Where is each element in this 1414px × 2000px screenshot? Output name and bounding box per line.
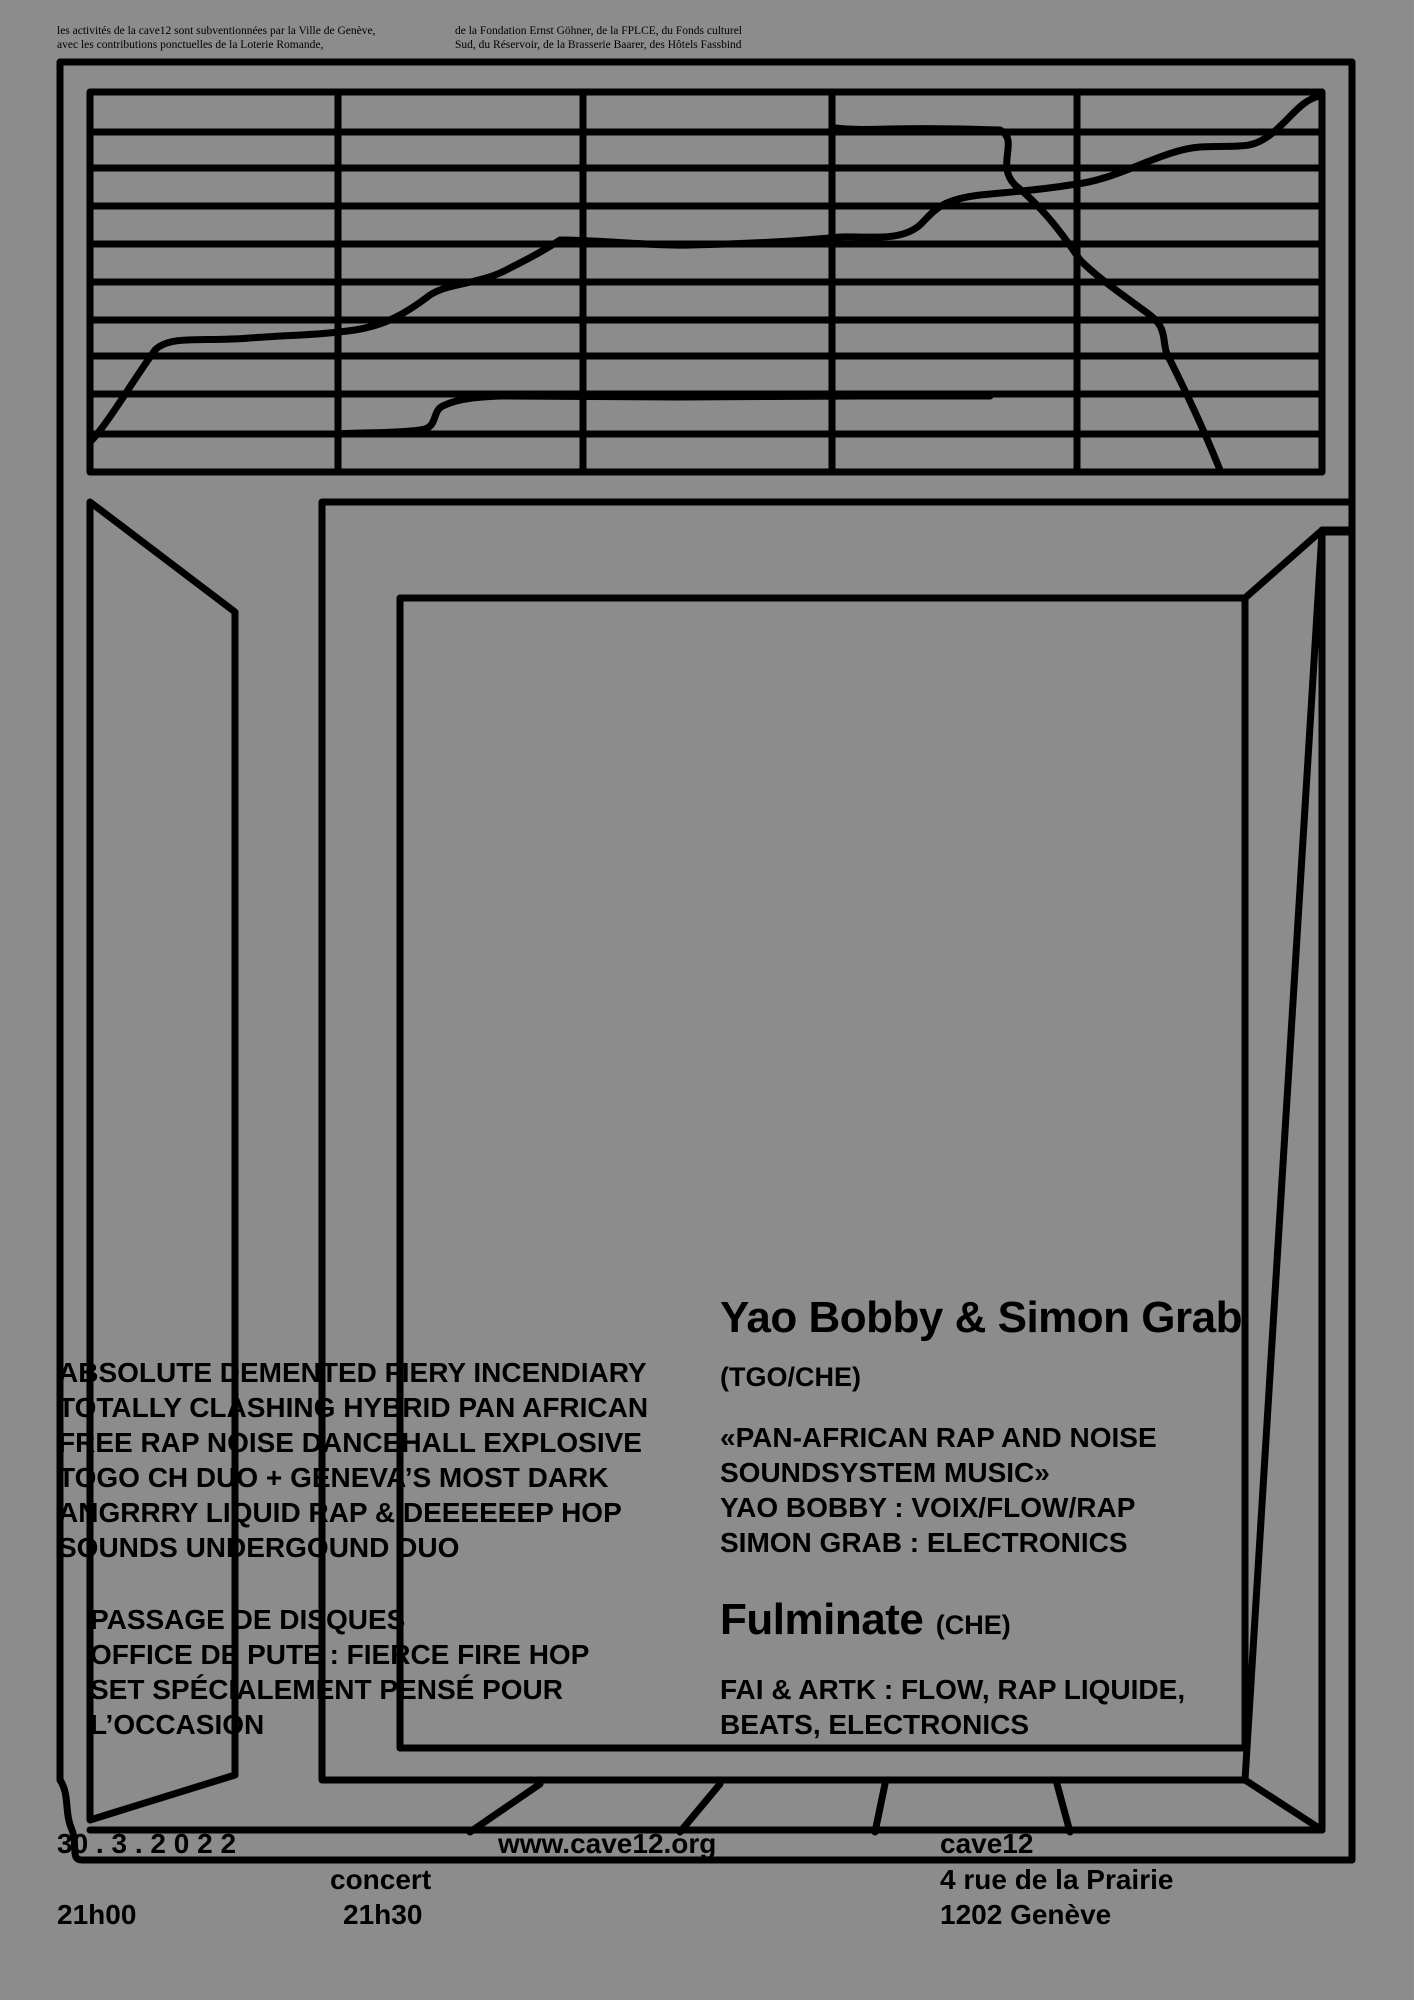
headliner-description: «PAN-AFRICAN RAP AND NOISE SOUNDSYSTEM M…: [720, 1422, 1157, 1558]
main-panel-inner: [396, 594, 1249, 1752]
dj-set-description: PASSAGE DE DISQUES OFFICE DE PUTE : FIER…: [90, 1604, 590, 1740]
grid-vertical-lines: [334, 88, 1081, 476]
venue-name: cave12: [940, 1828, 1034, 1859]
doors-time: 21h00: [57, 1899, 137, 1930]
website-link[interactable]: www.cave12.org: [498, 1828, 717, 1859]
grid-horizontal-lines: [86, 128, 1326, 438]
second-artist-description: FAI & ARTK : FLOW, RAP LIQUIDE, BEATS, E…: [720, 1674, 1186, 1740]
venue-address-city: 1202 Genève: [940, 1899, 1112, 1930]
floor-lines: [86, 1780, 1326, 1836]
headliner-name: Yao Bobby & Simon Grab: [720, 1293, 1242, 1342]
event-date: 30 . 3 . 2 0 2 2: [57, 1828, 237, 1859]
wavy-line-lower: [334, 392, 994, 438]
second-artist-name: Fulminate: [720, 1595, 924, 1644]
headliner-origin: (TGO/CHE): [720, 1362, 861, 1392]
second-artist-origin: (CHE): [935, 1610, 1011, 1640]
right-panel: [1241, 528, 1356, 1834]
subsidy-credits-right: de la Fondation Ernst Göhner, de la FPLC…: [455, 25, 743, 51]
concert-label: concert: [330, 1864, 432, 1895]
outer-frame: [56, 58, 1356, 1864]
wavy-line-descending: [831, 124, 1224, 474]
venue-address-street: 4 rue de la Prairie: [940, 1864, 1174, 1895]
wavy-line-upper: [88, 92, 1324, 444]
left-panel: [86, 498, 239, 1824]
second-artist: Fulminate (CHE): [720, 1595, 1011, 1645]
main-panel-outer: [318, 498, 1356, 1784]
event-description: ABSOLUTE DEMENTED FIERY INCENDIARY TOTAL…: [58, 1357, 649, 1563]
concert-time: 21h30: [343, 1899, 423, 1930]
subsidy-credits-left: les activités de la cave12 sont subventi…: [57, 25, 376, 51]
